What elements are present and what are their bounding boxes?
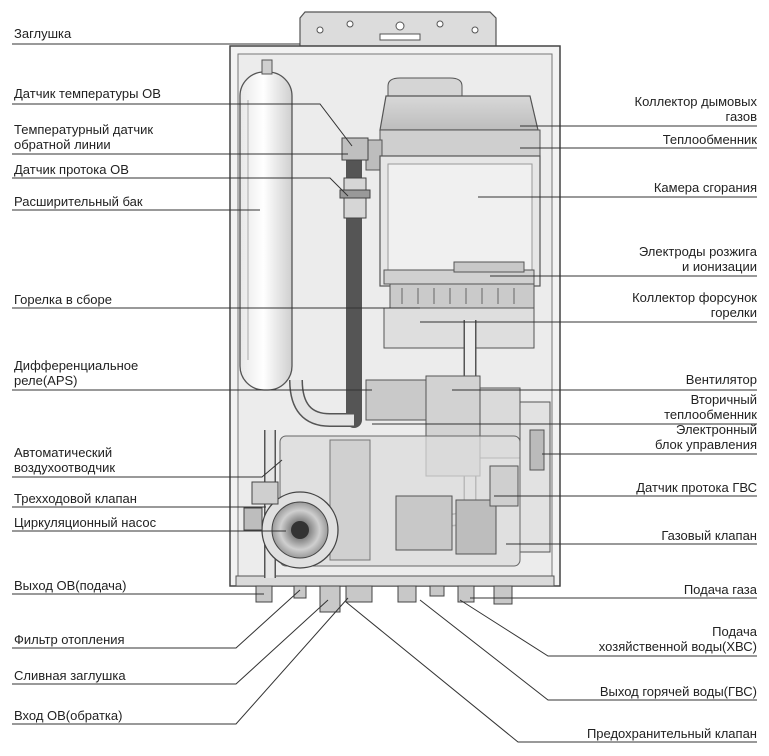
label-flow-sensor-ov: Датчик протока ОВ: [14, 162, 129, 177]
burner-shape: [383, 261, 535, 349]
label-heating-filter: Фильтр отопления: [14, 632, 125, 647]
label-circulation-pump: Циркуляционный насос: [14, 515, 157, 530]
label-return-temp-sensor: Температурный датчик обратной линии: [14, 122, 154, 152]
mounting-bracket: [299, 11, 497, 49]
label-expansion-tank: Расширительный бак: [14, 194, 143, 209]
label-auto-air-vent: Автоматический воздухоотводчик: [14, 445, 116, 475]
expansion-tank-shape: [239, 59, 293, 391]
label-control-unit: Электронный блок управления: [654, 422, 757, 452]
heat-exchanger-assembly: [365, 77, 541, 287]
hydraulic-block: [279, 435, 521, 567]
label-temp-sensor-ov: Датчик температуры ОВ: [14, 86, 161, 101]
label-fan: Вентилятор: [685, 372, 757, 387]
label-flue-collector: Коллектор дымовых газов: [634, 94, 757, 124]
label-ov-supply-out: Выход ОВ(подача): [14, 578, 127, 593]
circulation-pump-shape: [243, 481, 339, 569]
label-drain-plug: Сливная заглушка: [14, 668, 126, 683]
label-burner-assembly: Горелка в сборе: [14, 292, 112, 307]
label-heat-exchanger: Теплообменник: [662, 132, 757, 147]
label-safety-valve: Предохранительный клапан: [586, 726, 757, 741]
label-ignition-electrodes: Электроды розжига и ионизации: [638, 244, 757, 274]
label-nozzle-manifold: Коллектор форсунок горелки: [632, 290, 757, 320]
label-hot-water-out: Выход горячей воды(ГВС): [599, 684, 757, 699]
label-zaglushka: Заглушка: [14, 26, 72, 41]
label-secondary-hx: Вторичный теплообменник: [664, 392, 757, 422]
label-gas-valve: Газовый клапан: [661, 528, 757, 543]
label-three-way-valve: Трехходовой клапан: [14, 491, 137, 506]
label-dhw-flow-sensor: Датчик протока ГВС: [636, 480, 757, 495]
label-cold-water-supply: Подача хозяйственной воды(ХВС): [598, 624, 757, 654]
label-ov-return-in: Вход ОВ(обратка): [14, 708, 123, 723]
bottom-connections: [255, 585, 513, 613]
pipe-sensors: [339, 137, 371, 219]
label-gas-supply: Подача газа: [683, 582, 757, 597]
label-aps-relay: Дифференциальное реле(APS): [14, 358, 139, 388]
leader-lines: [12, 43, 757, 743]
label-combustion-chamber: Камера сгорания: [653, 180, 757, 195]
